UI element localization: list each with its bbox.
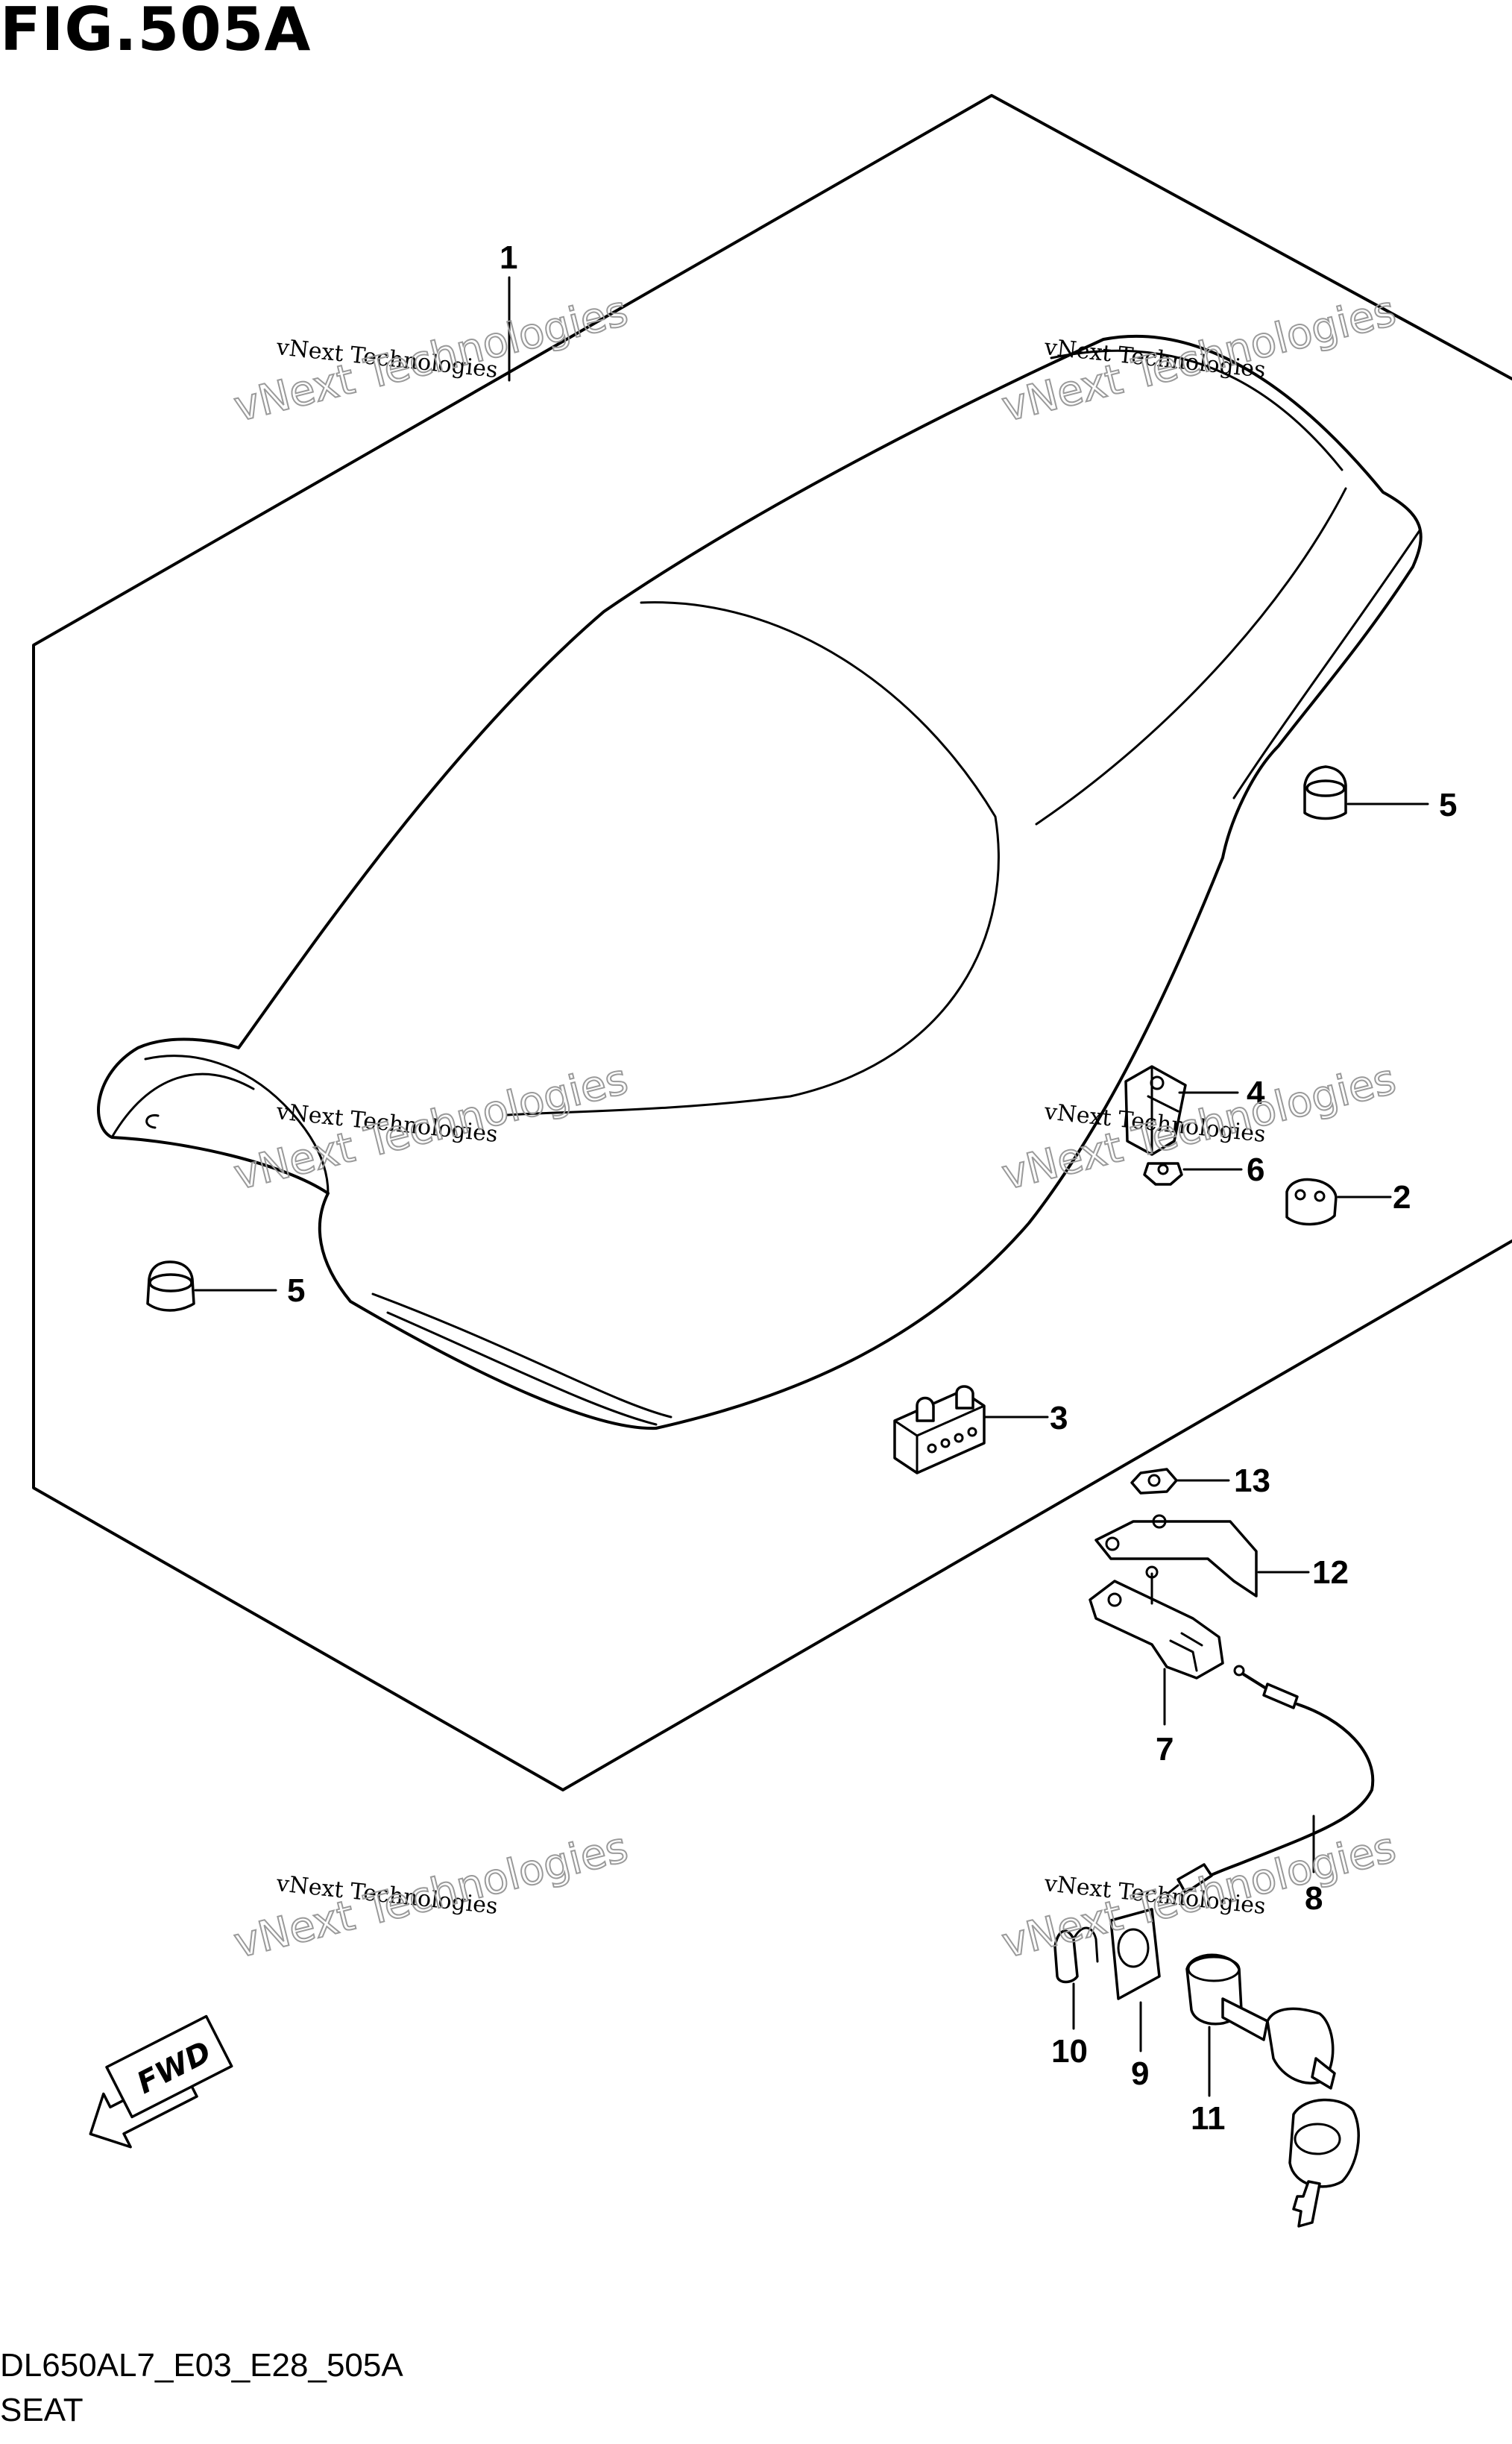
callout-1: 1	[500, 239, 517, 276]
callout-4: 4	[1247, 1075, 1265, 1111]
callout-10: 10	[1051, 2033, 1088, 2070]
callout-13: 13	[1234, 1463, 1270, 1499]
assembly-boundary	[32, 94, 1512, 1791]
part-12-plate	[1094, 1514, 1258, 1598]
seat-drawing	[97, 334, 1423, 1430]
callout-3: 3	[1050, 1400, 1068, 1436]
callout-5-rear: 5	[1439, 787, 1457, 823]
part-6-nut	[1143, 1162, 1183, 1186]
watermark-large-3: vNext Technologies	[230, 1055, 633, 1200]
part-9-plate	[1109, 1908, 1161, 2000]
callout-11: 11	[1191, 2100, 1226, 2137]
part-13-nut	[1130, 1468, 1178, 1495]
part-10-clip	[1053, 1926, 1099, 1984]
part-5-cushion-front	[146, 1260, 195, 1312]
callout-7: 7	[1156, 1731, 1174, 1768]
figure-caption: SEAT	[0, 2392, 84, 2428]
part-11-lock-cylinder-key	[1185, 1953, 1360, 2228]
watermark-large-4: vNext Technologies	[998, 1055, 1401, 1200]
part-7-lock-latch	[1089, 1565, 1224, 1680]
part-8-cable	[1165, 1665, 1375, 1896]
callout-9: 9	[1131, 2055, 1149, 2092]
callout-5-front: 5	[287, 1272, 305, 1309]
part-2-rubber	[1285, 1178, 1338, 1226]
callout-2: 2	[1393, 1179, 1411, 1216]
watermarks: vNext Technologies vNext Technologies vN…	[229, 286, 1402, 1969]
leader-lines	[194, 276, 1429, 2097]
figure-title: FIG.505A	[0, 0, 312, 64]
callout-6: 6	[1247, 1152, 1264, 1188]
fwd-arrow: FWD	[89, 2014, 233, 2149]
figure-code: DL650AL7_E03_E28_505A	[0, 2347, 403, 2384]
callout-labels: 1 5 5 4 6 2 3 13 12 7 8 10 9 11	[287, 239, 1457, 2137]
part-5-cushion-rear	[1303, 765, 1347, 820]
callout-12: 12	[1312, 1554, 1349, 1591]
callout-8: 8	[1305, 1880, 1323, 1917]
part-4-bracket	[1124, 1065, 1187, 1156]
part-3-latch	[893, 1385, 986, 1474]
